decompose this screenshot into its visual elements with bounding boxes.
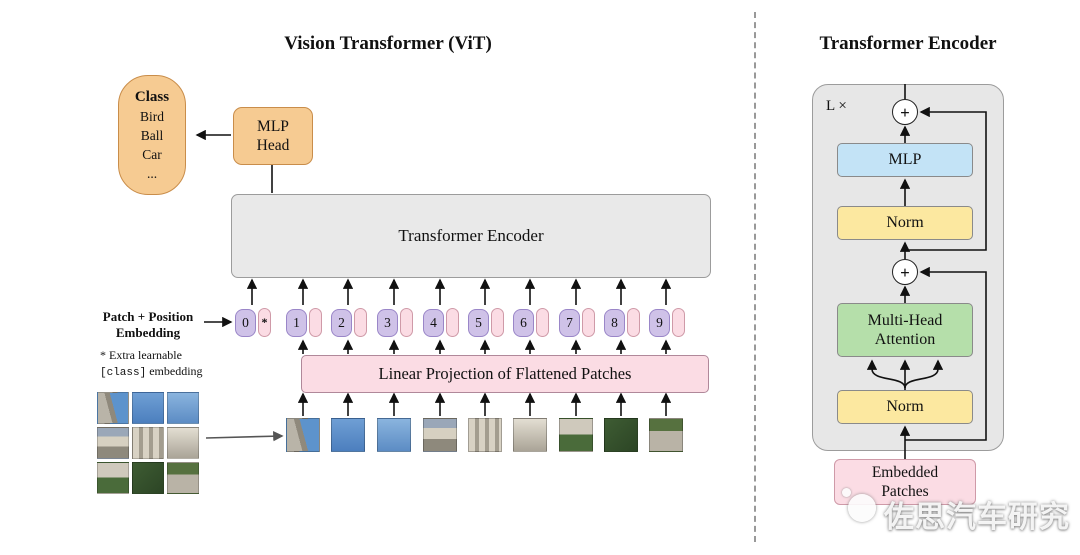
linear-projection-label: Linear Projection of Flattened Patches	[378, 364, 632, 383]
norm-label: Norm	[886, 214, 924, 232]
token-0: 0 *	[235, 307, 271, 338]
patch-embedding	[672, 308, 685, 337]
grid-cell	[132, 462, 164, 494]
arrow-norm-to-attention-left	[866, 359, 906, 389]
image-patch-2	[331, 418, 365, 452]
position-embedding-7: 7	[559, 308, 580, 337]
class-item: Car	[142, 146, 162, 162]
patch-embedding	[309, 308, 322, 337]
patch-position-embedding-label: Patch + Position Embedding	[102, 309, 194, 340]
image-patch-9	[649, 418, 683, 452]
add-node-bottom: +	[892, 259, 918, 285]
patch-embedding	[446, 308, 459, 337]
grid-cell	[167, 392, 199, 424]
patch-embedding	[627, 308, 640, 337]
class-item: Bird	[139, 109, 164, 124]
section-divider	[754, 12, 756, 542]
position-embedding-9: 9	[649, 308, 670, 337]
image-patch-7	[559, 418, 593, 452]
image-patch-5	[468, 418, 502, 452]
note-line-2: [class] embedding	[100, 363, 220, 381]
token-1: 1	[286, 307, 322, 338]
position-embedding-5: 5	[468, 308, 489, 337]
vit-title: Vision Transformer (ViT)	[284, 33, 492, 54]
class-heading: Class	[134, 89, 170, 105]
transformer-encoder-label: Transformer Encoder	[398, 226, 544, 245]
multi-head-attention-box: Multi-Head Attention	[837, 303, 973, 357]
mlp-box: MLP	[837, 143, 973, 177]
class-embedding-note: * Extra learnable [class] embedding	[100, 347, 220, 381]
arrow-norm-to-attention-right	[904, 359, 944, 389]
grid-cell	[167, 427, 199, 459]
class-token-code: [class]	[100, 367, 147, 380]
linear-projection-box: Linear Projection of Flattened Patches	[301, 355, 709, 393]
token-6: 6	[513, 307, 549, 338]
grid-cell	[132, 392, 164, 424]
image-patch-4	[423, 418, 457, 452]
watermark-logo	[848, 494, 876, 522]
note-rest: embedding	[146, 364, 203, 379]
arrow-image-to-patches	[205, 431, 284, 442]
position-embedding-1: 1	[286, 308, 307, 337]
grid-cell	[97, 462, 129, 494]
token-5: 5	[468, 307, 504, 338]
position-embedding-8: 8	[604, 308, 625, 337]
norm-label: Norm	[886, 398, 924, 416]
patch-embedding	[400, 308, 413, 337]
residual-skip-upper	[905, 106, 987, 251]
plus-icon: +	[900, 102, 910, 122]
layer-repeat-label: L ×	[826, 98, 847, 114]
token-8: 8	[604, 307, 640, 338]
grid-cell	[97, 392, 129, 424]
transformer-encoder-box: Transformer Encoder	[231, 194, 711, 278]
position-embedding-3: 3	[377, 308, 398, 337]
mlp-head-box: MLP Head	[233, 107, 313, 165]
token-3: 3	[377, 307, 413, 338]
add-node-top: +	[892, 99, 918, 125]
watermark-text: 佐思汽车研究	[884, 501, 1070, 534]
grid-cell	[167, 462, 199, 494]
token-9: 9	[649, 307, 685, 338]
mlp-label: MLP	[888, 151, 922, 169]
image-patch-6	[513, 418, 547, 452]
position-embedding-6: 6	[513, 308, 534, 337]
patch-embedding	[536, 308, 549, 337]
image-patch-8	[604, 418, 638, 452]
norm-box-top: Norm	[837, 206, 973, 240]
patch-embedding	[491, 308, 504, 337]
watermark-dot	[842, 488, 851, 497]
token-7: 7	[559, 307, 595, 338]
grid-cell	[132, 427, 164, 459]
position-embedding-0: 0	[235, 308, 256, 337]
image-patch-3	[377, 418, 411, 452]
token-2: 2	[331, 307, 367, 338]
note-line-1: * Extra learnable	[100, 348, 182, 362]
class-item: ...	[146, 165, 158, 181]
patch-embedding	[354, 308, 367, 337]
position-embedding-2: 2	[331, 308, 352, 337]
class-output-box: Class Bird Ball Car ...	[118, 75, 186, 195]
class-item: Ball	[140, 127, 164, 143]
residual-skip-lower	[905, 266, 987, 441]
class-token-embedding: *	[258, 308, 271, 337]
encoder-detail-title: Transformer Encoder	[819, 33, 997, 54]
grid-cell	[97, 427, 129, 459]
patch-embedding	[582, 308, 595, 337]
input-image-grid	[97, 392, 199, 494]
token-4: 4	[423, 307, 459, 338]
plus-icon: +	[900, 262, 910, 282]
image-patch-1	[286, 418, 320, 452]
norm-box-bottom: Norm	[837, 390, 973, 424]
position-embedding-4: 4	[423, 308, 444, 337]
